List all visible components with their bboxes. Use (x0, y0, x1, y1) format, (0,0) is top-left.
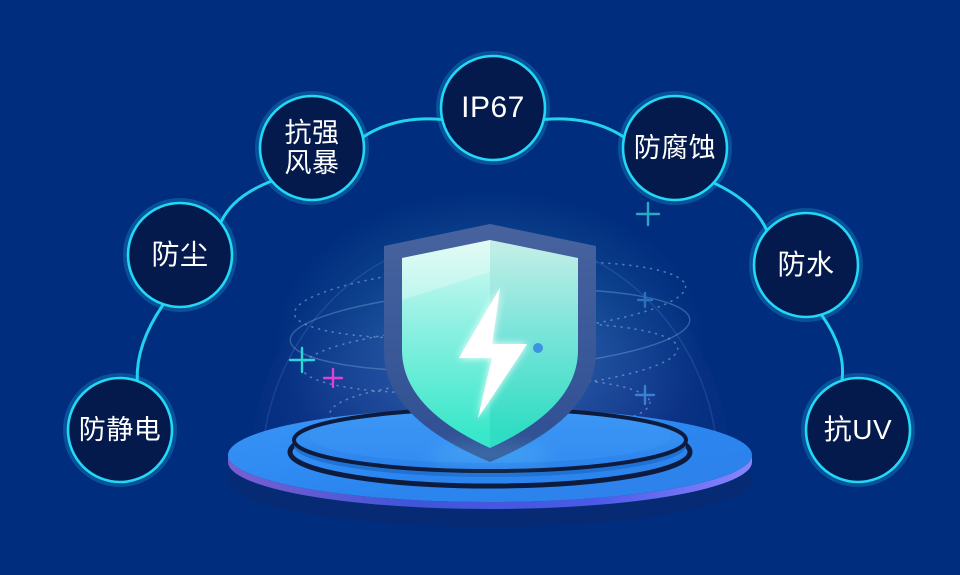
node-storm[interactable] (258, 94, 366, 202)
shield-sheen (402, 240, 490, 300)
connector-dustproof-storm (219, 179, 273, 224)
shield-icon (402, 240, 490, 448)
node-ip67-halo (436, 51, 550, 165)
shield-accent-dot (533, 343, 543, 353)
plus-marker-3 (322, 367, 344, 389)
node-antiuv-halo (801, 373, 915, 487)
plus-marker-1 (635, 201, 661, 227)
node-waterproof-halo (749, 208, 863, 322)
connector-antistatic-dustproof (135, 303, 165, 382)
plus-marker-2 (288, 346, 316, 374)
node-storm-halo (255, 91, 369, 205)
connector-storm-ip67 (362, 117, 443, 139)
node-antistatic-halo (63, 373, 177, 487)
node-waterproof[interactable] (752, 211, 860, 319)
connector-ip67-corrosion (543, 117, 625, 139)
node-antiuv[interactable] (804, 376, 912, 484)
connector-layer (135, 117, 845, 382)
node-dustproof[interactable] (126, 201, 234, 309)
lightning-bolt-core (459, 288, 527, 418)
node-corrosion[interactable] (621, 94, 729, 202)
plus-marker-4 (634, 384, 656, 406)
connector-corrosion-waterproof (713, 181, 768, 232)
connector-waterproof-antiuv (820, 314, 845, 381)
node-corrosion-halo (618, 91, 732, 205)
shield-reflection (430, 443, 550, 467)
plus-marker-5 (636, 291, 654, 309)
node-layer (63, 51, 915, 487)
node-ip67[interactable] (439, 54, 547, 162)
node-antistatic[interactable] (66, 376, 174, 484)
decoration-layer (288, 201, 661, 406)
shield-icon-right (490, 240, 578, 448)
node-dustproof-halo (123, 198, 237, 312)
